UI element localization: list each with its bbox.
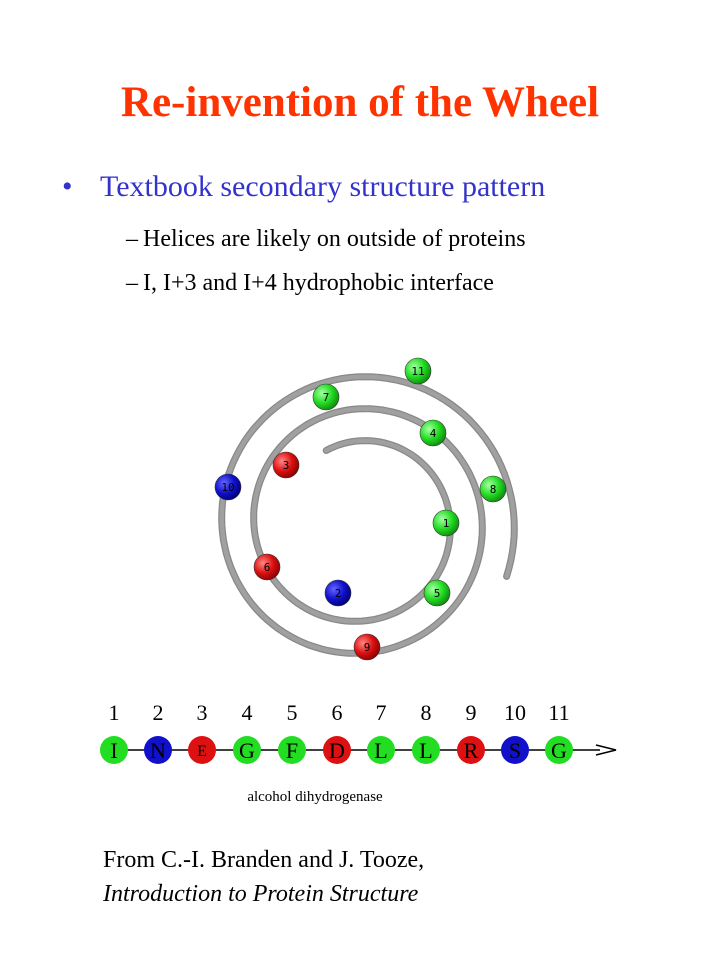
- sequence-residue: F: [278, 736, 306, 764]
- sequence-number: 6: [332, 700, 343, 725]
- sequence-residue: R: [457, 736, 485, 764]
- residue-number: 10: [221, 481, 234, 494]
- bullet-main: • Textbook secondary structure pattern: [62, 170, 545, 204]
- residue-ball-8: 8: [479, 475, 507, 503]
- residue-ball-5: 5: [423, 579, 451, 607]
- sequence-residue: S: [501, 736, 529, 764]
- residue-letter: L: [374, 738, 387, 763]
- sub-bullet-2: –I, I+3 and I+4 hydrophobic interface: [126, 270, 494, 297]
- dash-icon: –: [126, 270, 138, 296]
- sequence-residue: L: [367, 736, 395, 764]
- dash-icon: –: [126, 226, 138, 252]
- residue-letter: G: [551, 738, 567, 763]
- residue-letter: S: [509, 738, 521, 763]
- sequence-residue: G: [233, 736, 261, 764]
- residue-ball-6: 6: [253, 553, 281, 581]
- credit-book-title: Introduction to Protein Structure: [103, 881, 419, 907]
- sequence-residue: D: [323, 736, 351, 764]
- spiral-fill: [219, 374, 517, 656]
- sub-bullet-1: –Helices are likely on outside of protei…: [126, 226, 526, 253]
- residue-letter: N: [150, 738, 166, 763]
- sequence-residue: L: [412, 736, 440, 764]
- residue-number: 1: [443, 517, 450, 530]
- residue-ball-9: 9: [353, 633, 381, 661]
- sequence-numbers: 1 2 3 4 5 6 7 8 9 10 11: [109, 700, 570, 725]
- sequence-residue: N: [144, 736, 172, 764]
- residue-number: 4: [430, 427, 437, 440]
- sequence-residue: G: [545, 736, 573, 764]
- residue-letter: I: [110, 738, 117, 763]
- residue-ball-3: 3: [272, 451, 300, 479]
- sequence-number: 8: [421, 700, 432, 725]
- residue-number: 7: [323, 391, 330, 404]
- residue-ball-4: 4: [419, 419, 447, 447]
- sequence-number: 3: [197, 700, 208, 725]
- sequence-chain-diagram: 1 2 3 4 5 6 7 8 9 10 11 I N E G F D L L R S G alcohol dihydr…: [100, 700, 617, 805]
- sequence-residue: E: [188, 736, 216, 764]
- residue-number: 11: [411, 365, 424, 378]
- sequence-residue: I: [100, 736, 128, 764]
- helix-spiral: [218, 373, 518, 657]
- slide-title: Re-invention of the Wheel: [120, 79, 600, 126]
- sequence-number: 10: [504, 700, 526, 725]
- sequence-number: 11: [548, 700, 569, 725]
- bullet-text: Textbook secondary structure pattern: [100, 170, 546, 203]
- sequence-number: 2: [153, 700, 164, 725]
- residue-number: 6: [264, 561, 271, 574]
- sequence-number: 7: [376, 700, 387, 725]
- sequence-number: 1: [109, 700, 120, 725]
- bullet-dot-icon: •: [62, 170, 73, 203]
- residue-letter: D: [329, 738, 345, 763]
- credit: From C.-I. Branden and J. Tooze, Introdu…: [103, 843, 424, 911]
- sub-bullet-2-text: I, I+3 and I+4 hydrophobic interface: [143, 270, 494, 296]
- sequence-number: 5: [287, 700, 298, 725]
- residue-letter: R: [464, 738, 479, 763]
- residue-letter: L: [419, 738, 432, 763]
- helical-wheel-diagram: 1 2 3 4 5 6 7 8 9 10 11: [214, 357, 518, 661]
- residue-letter: E: [197, 743, 207, 760]
- sequence-caption: alcohol dihydrogenase: [247, 789, 383, 805]
- residue-ball-1: 1: [432, 509, 460, 537]
- residue-balls: 1 2 3 4 5 6 7 8 9 10 11: [214, 357, 507, 661]
- residue-number: 3: [283, 459, 290, 472]
- sub-bullet-1-text: Helices are likely on outside of protein…: [143, 226, 526, 252]
- residue-letter: G: [239, 738, 255, 763]
- residue-letter: F: [286, 738, 298, 763]
- residue-ball-10: 10: [214, 473, 242, 501]
- sequence-number: 9: [466, 700, 477, 725]
- residue-number: 9: [364, 641, 371, 654]
- credit-authors: From C.-I. Branden and J. Tooze,: [103, 847, 425, 873]
- residue-ball-11: 11: [404, 357, 432, 385]
- residue-ball-7: 7: [312, 383, 340, 411]
- residue-number: 2: [335, 587, 342, 600]
- residue-number: 8: [490, 483, 497, 496]
- sequence-number: 4: [242, 700, 253, 725]
- residue-number: 5: [434, 587, 441, 600]
- residue-ball-2: 2: [324, 579, 352, 607]
- arrow-head-icon: [595, 744, 617, 756]
